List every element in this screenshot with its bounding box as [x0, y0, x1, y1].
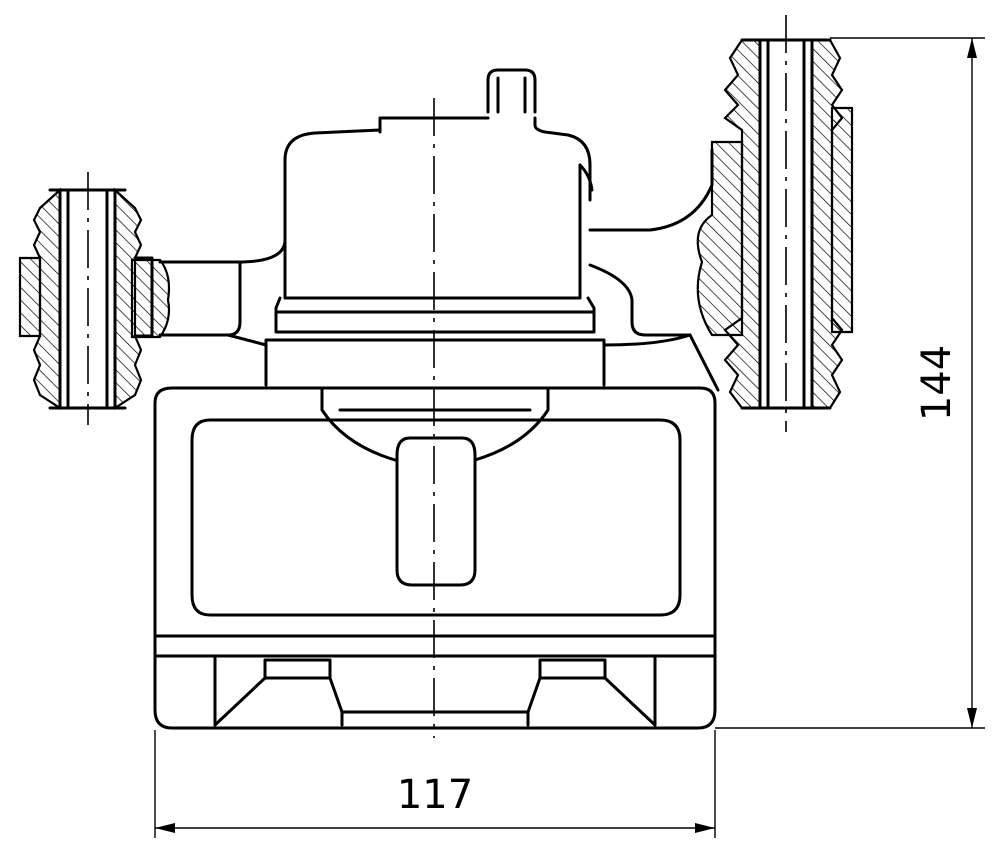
body-outline	[153, 386, 717, 730]
piston-housing	[264, 68, 606, 387]
width-dimension-label: 117	[397, 772, 473, 818]
left-guide-pin	[18, 187, 154, 411]
right-guide-pin	[723, 38, 854, 410]
caliper-body	[153, 386, 717, 730]
left-arm	[130, 238, 287, 347]
center-lines	[87, 15, 787, 738]
dimension-width: 117	[154, 730, 716, 838]
height-dimension-label: 144	[914, 345, 960, 421]
housing-dome	[283, 128, 592, 274]
center-slot	[395, 436, 477, 587]
body-window	[190, 418, 682, 617]
bleed-nipple	[486, 68, 537, 114]
right-arm	[588, 140, 744, 392]
dimension-height: 144	[715, 37, 985, 729]
